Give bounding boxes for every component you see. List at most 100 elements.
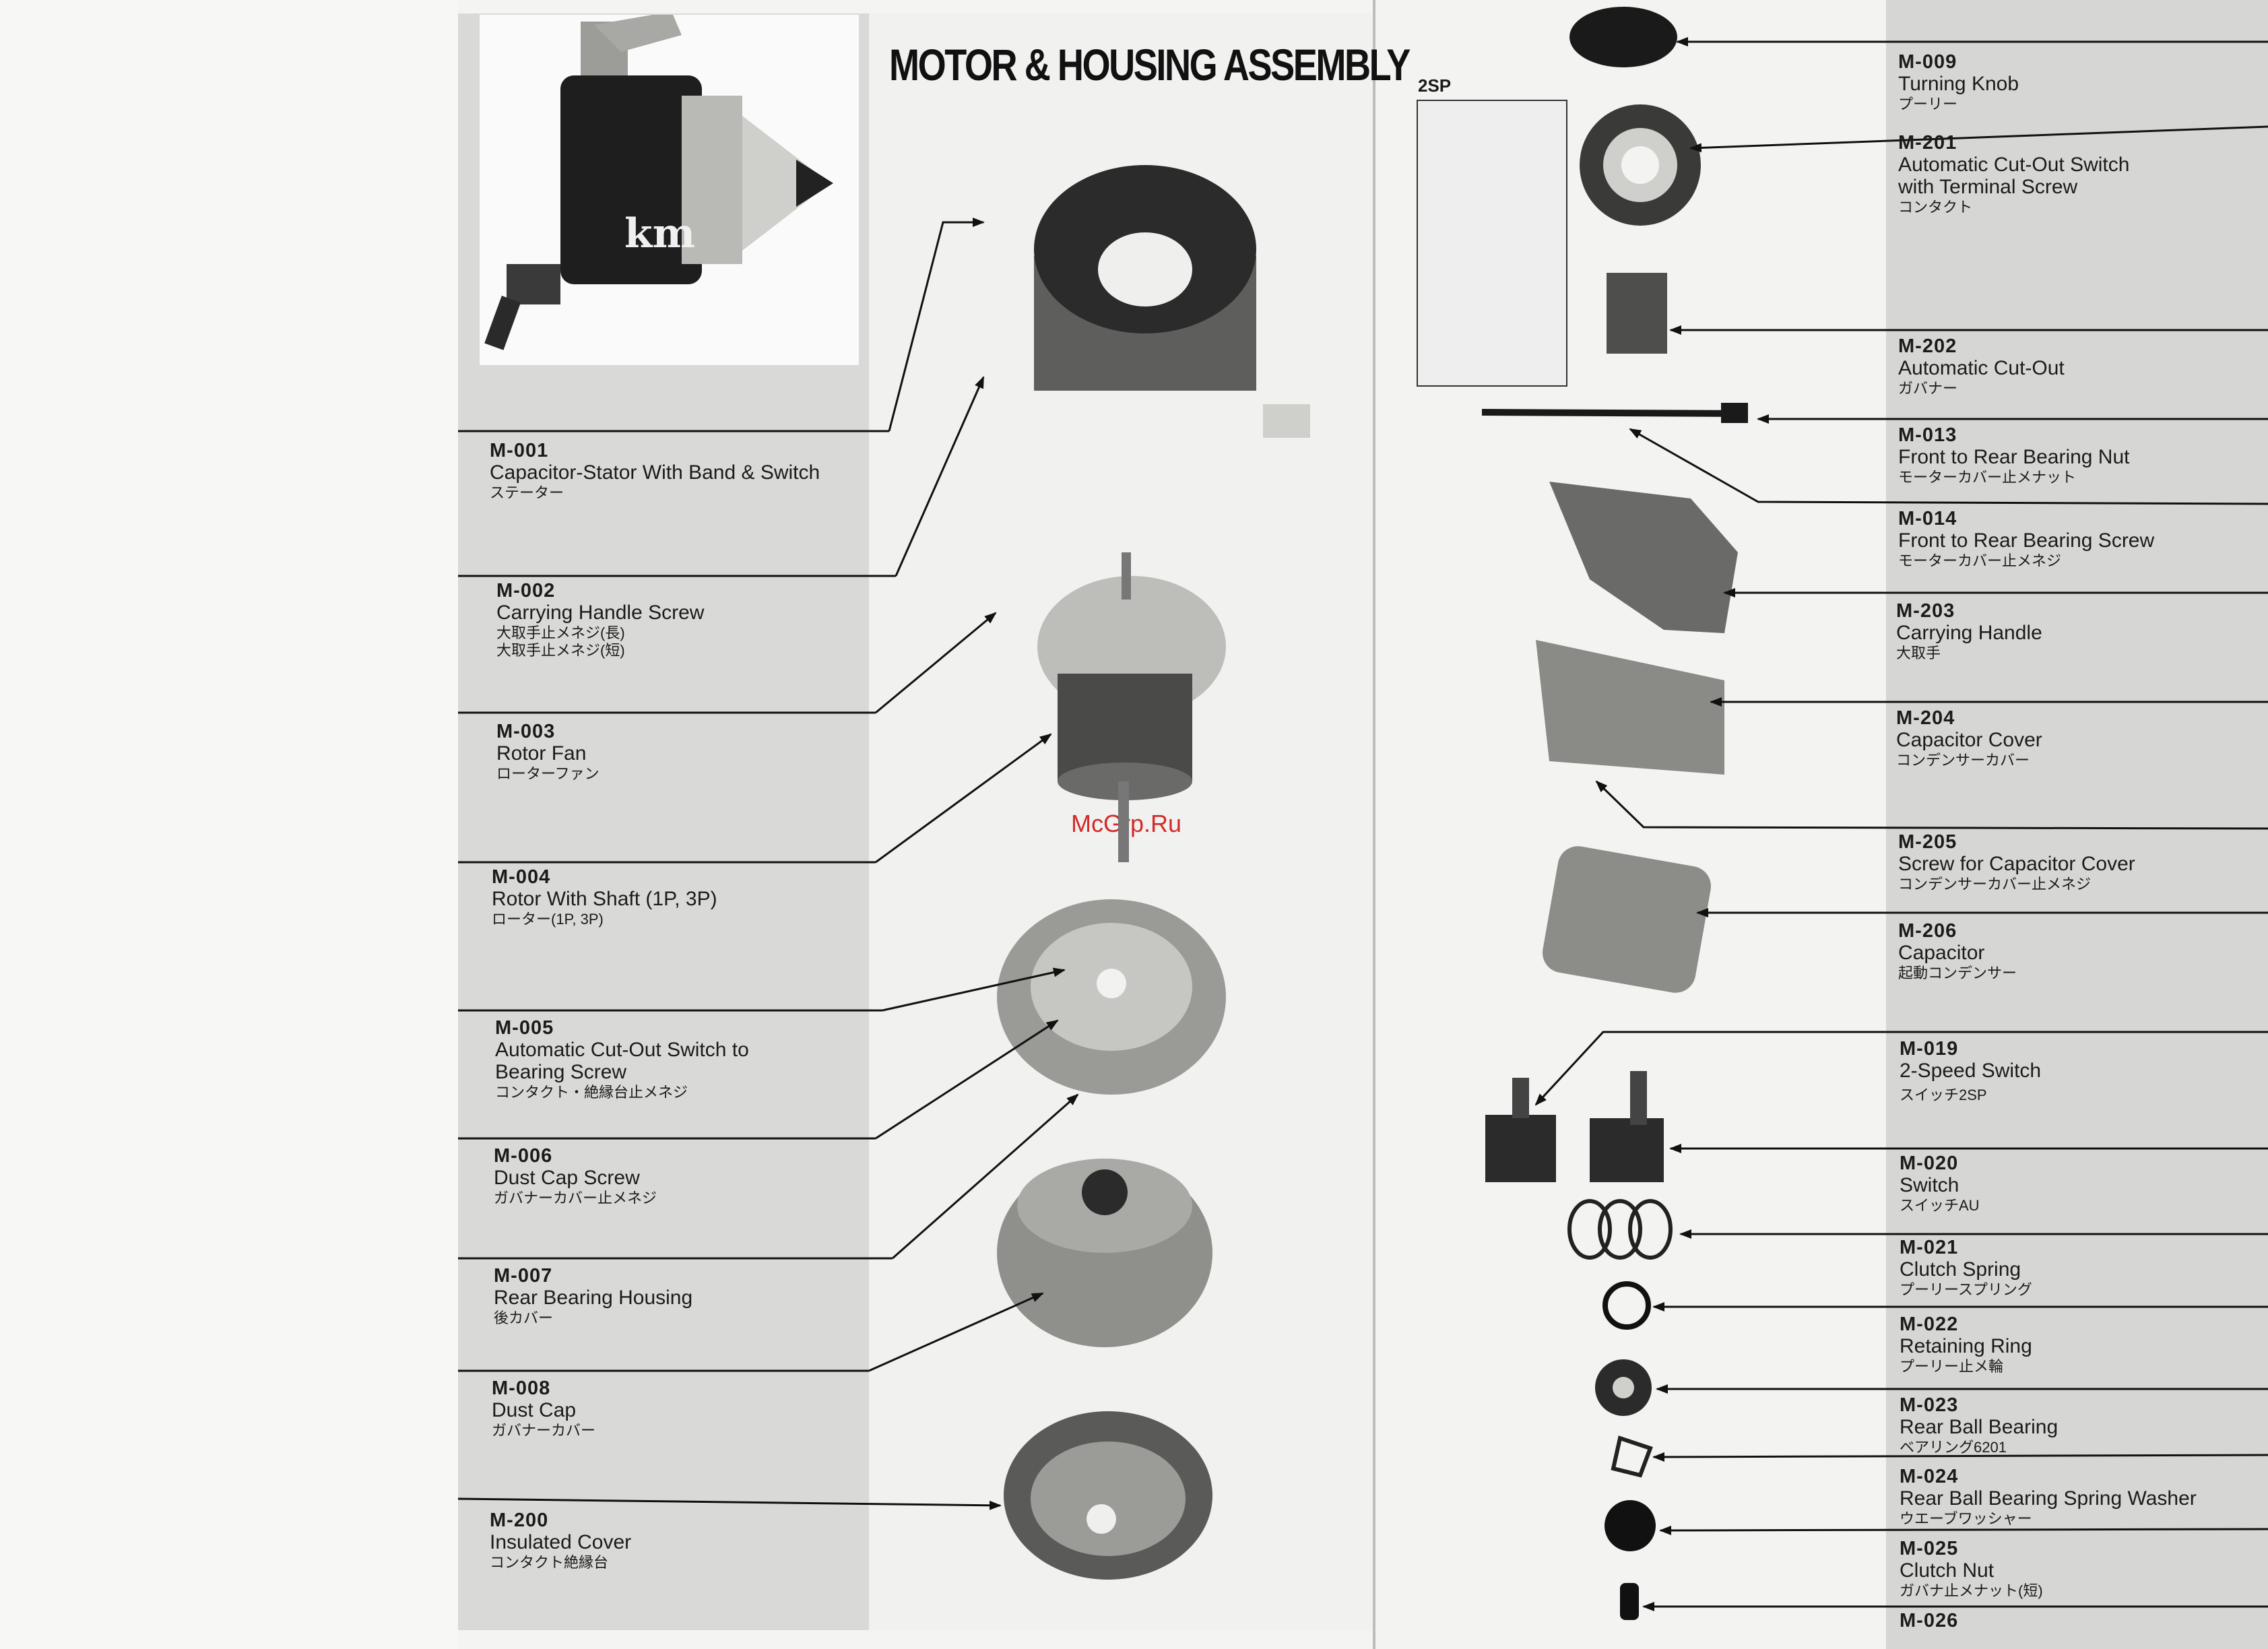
motor-photo: km [480, 11, 859, 365]
part-name: Dust Cap Screw [494, 1167, 640, 1189]
part-label-m013: M-013 Front to Rear Bearing Nut モーターカバー止… [1898, 426, 2130, 485]
part-name-jp: ローターファン [496, 765, 600, 782]
part-label-m203: M-203 Carrying Handle 大取手 [1896, 602, 2042, 661]
rear-housing-image [997, 1159, 1212, 1347]
part-name-jp: プーリー止メ輪 [1900, 1358, 2004, 1375]
part-code: M-026 [1900, 1610, 1959, 1631]
part-code: M-007 [494, 1265, 553, 1287]
part-label-m206: M-206 Capacitor 起動コンデンサー [1898, 922, 2017, 981]
part-name: Front to Rear Bearing Screw [1898, 529, 2155, 552]
part-code: M-019 [1900, 1038, 1959, 1060]
part-name-jp: 起動コンデンサー [1898, 965, 2017, 981]
part-name: Capacitor Cover [1896, 729, 2042, 751]
part-name: Rear Ball Bearing [1900, 1416, 2059, 1438]
part-code: M-024 [1900, 1466, 1959, 1487]
part-name-jp: コンタクト絶縁台 [490, 1554, 609, 1571]
leader-m019 [1534, 1031, 2268, 1106]
clutch-nut-image [1605, 1500, 1656, 1551]
part-name: Capacitor-Stator With Band & Switch [490, 461, 820, 484]
part-code: M-200 [490, 1510, 549, 1531]
cutout-image [1607, 273, 1667, 354]
part-code: M-001 [490, 440, 549, 461]
stator-image [1034, 165, 1310, 438]
part-name: Rear Bearing Housing [494, 1287, 693, 1309]
part-name-jp: 大取手 [1896, 645, 1941, 661]
turning-knob-image [1569, 7, 1677, 67]
part-label-m204: M-204 Capacitor Cover コンデンサーカバー [1896, 709, 2042, 768]
part-name-2: with Terminal Screw [1898, 176, 2078, 198]
part-code: M-021 [1900, 1237, 1959, 1258]
part-name-jp: ガバナーカバー止メネジ [494, 1190, 657, 1206]
part-code: M-014 [1898, 508, 1957, 529]
part-m026-image [1620, 1583, 1639, 1620]
part-name: Automatic Cut-Out Switch to [495, 1039, 749, 1061]
inset-label: 2SP [1418, 75, 1452, 96]
part-code: M-004 [492, 866, 551, 888]
leader-m002 [895, 376, 985, 577]
part-label-m021: M-021 Clutch Spring プーリースプリング [1900, 1238, 2032, 1297]
part-label-m022: M-022 Retaining Ring プーリー止メ輪 [1900, 1315, 2032, 1374]
part-name-jp: プーリースプリング [1900, 1281, 2032, 1298]
km-logo: km [624, 210, 695, 257]
capacitor-image [1543, 846, 1711, 993]
part-label-m026: M-026 [1900, 1611, 1958, 1631]
leader-m008 [868, 1292, 1044, 1372]
part-name-jp: コンデンサーカバー止メネジ [1898, 876, 2092, 893]
part-name: Rotor With Shaft (1P, 3P) [492, 888, 717, 910]
part-name-jp: 大取手止メネジ(長) [496, 624, 625, 641]
part-name: Rotor Fan [496, 742, 587, 765]
carrying-handle-image [1549, 482, 1738, 633]
part-name-jp: ガバナ止メナット(短) [1900, 1582, 2043, 1599]
part-label-m004: M-004 Rotor With Shaft (1P, 3P) ローター(1P,… [492, 868, 717, 927]
motor-endcap [682, 96, 742, 264]
part-label-m200: M-200 Insulated Cover コンタクト絶縁台 [490, 1511, 631, 1570]
inset-frame [1417, 100, 1567, 387]
part-label-m003: M-003 Rotor Fan ローターファン [496, 722, 600, 781]
leader-m001 [888, 218, 985, 432]
leader-m201 [1689, 125, 2268, 153]
rotor-fan-image [1037, 552, 1226, 862]
part-code: M-203 [1896, 600, 1955, 622]
part-name-jp: 後カバー [494, 1310, 554, 1326]
part-code: M-003 [496, 721, 556, 742]
part-code: M-201 [1898, 132, 1957, 154]
part-name-jp: ウエーブワッシャー [1900, 1510, 2032, 1527]
leader-m007 [892, 1093, 1079, 1260]
part-name: Screw for Capacitor Cover [1898, 853, 2135, 875]
part-label-m201: M-201 Automatic Cut-Out Switch with Term… [1898, 133, 2129, 215]
part-name-jp: スイッチAU [1900, 1197, 1980, 1214]
part-label-m024: M-024 Rear Ball Bearing Spring Washer ウエ… [1900, 1467, 2197, 1526]
part-name: Carrying Handle Screw [496, 602, 705, 624]
part-name: Insulated Cover [490, 1531, 632, 1553]
part-name-2: Bearing Screw [495, 1061, 627, 1083]
part-name: Clutch Spring [1900, 1258, 2021, 1281]
part-code: M-005 [495, 1017, 554, 1039]
part-name-jp: スイッチ2SP [1900, 1087, 1987, 1103]
motor-switch [507, 264, 560, 304]
insulated-cover-image [1004, 1411, 1212, 1580]
part-name: Automatic Cut-Out [1898, 357, 2065, 379]
part-label-m014: M-014 Front to Rear Bearing Screw モーターカバ… [1898, 509, 2154, 569]
motor-tip [796, 160, 833, 207]
part-name-jp: コンデンサーカバー [1896, 752, 2030, 769]
part-code: M-020 [1900, 1153, 1959, 1174]
part-name-jp: ローター(1P, 3P) [492, 911, 604, 928]
cutout-plate-image [997, 899, 1226, 1095]
part-code: M-022 [1900, 1314, 1959, 1335]
part-name: Turning Knob [1898, 73, 2019, 95]
bearing-nut-rod-image [1481, 403, 1748, 423]
part-name-jp: コンタクト・絶縁台止メネジ [495, 1084, 688, 1101]
part-name: Switch [1900, 1174, 1959, 1196]
part-label-m202: M-202 Automatic Cut-Out ガバナー [1898, 337, 2065, 396]
capacitor-cover-image [1536, 640, 1724, 775]
part-name: Rear Ball Bearing Spring Washer [1900, 1487, 2197, 1510]
part-code: M-006 [494, 1145, 553, 1167]
part-name: Retaining Ring [1900, 1335, 2032, 1357]
leader-m014 [1629, 428, 2268, 505]
part-label-m019: M-019 2-Speed Switch スイッチ2SP [1900, 1039, 2041, 1103]
part-code: M-025 [1900, 1538, 1959, 1559]
motor-toggle [484, 295, 521, 350]
part-label-m009: M-009 Turning Knob プーリー [1898, 53, 2019, 112]
part-name-jp: ステーター [490, 484, 564, 501]
leader-m200 [457, 1497, 1002, 1510]
